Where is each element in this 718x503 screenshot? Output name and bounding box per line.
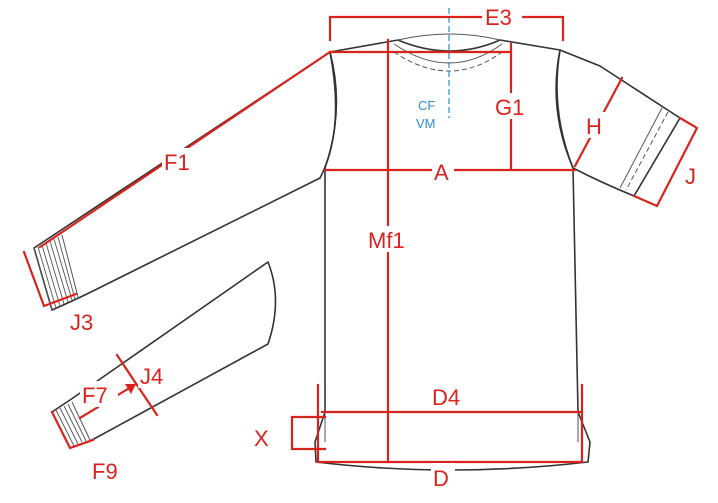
- label-j4: J4: [140, 364, 163, 389]
- left-sleeve-outline: [33, 51, 337, 311]
- label-j3: J3: [70, 310, 93, 335]
- center-front-label-vm: VM: [416, 116, 436, 131]
- label-f1: F1: [164, 150, 190, 175]
- measurements: [22, 15, 699, 464]
- left-sleeve: [33, 51, 337, 311]
- label-a: A: [434, 160, 449, 185]
- measure-j3-line: [22, 250, 78, 308]
- neck-rib-stitch: [393, 51, 503, 72]
- label-g1: G1: [495, 95, 524, 120]
- center-front-line: CF VM: [416, 8, 450, 131]
- label-e3: E3: [485, 5, 512, 30]
- neck-back: [397, 33, 501, 41]
- label-f7: F7: [82, 383, 108, 408]
- measure-x-line: [290, 415, 327, 451]
- right-sleeve: [556, 49, 681, 197]
- label-mf1: Mf1: [368, 228, 405, 253]
- neck-rib-inner: [393, 43, 503, 64]
- measurement-labels: E3 G1 H J F1 A Mf1 J3 J4 F7 D4 X D F9: [70, 4, 696, 491]
- measure-f9-line: [50, 410, 95, 450]
- left-cuff-rib: [33, 234, 79, 311]
- right-sleeve-stitch: [625, 111, 669, 191]
- label-f9: F9: [92, 459, 118, 484]
- label-d4: D4: [432, 385, 460, 410]
- measure-j4-line: [115, 353, 159, 417]
- measure-j-line: [632, 116, 699, 208]
- measure-e3-line: [328, 15, 565, 42]
- sleeve-detail: [51, 261, 277, 449]
- label-x: X: [254, 426, 269, 451]
- measure-d-line: [316, 383, 584, 464]
- sleeve-detail-outline: [51, 261, 277, 449]
- measure-f7-arrow: [125, 384, 136, 394]
- right-sleeve-outline: [556, 49, 681, 197]
- label-d: D: [433, 466, 449, 491]
- label-h: H: [586, 114, 602, 139]
- right-sleeve-edge: [619, 107, 663, 189]
- label-j: J: [685, 164, 696, 189]
- center-front-label-cf: CF: [418, 98, 435, 113]
